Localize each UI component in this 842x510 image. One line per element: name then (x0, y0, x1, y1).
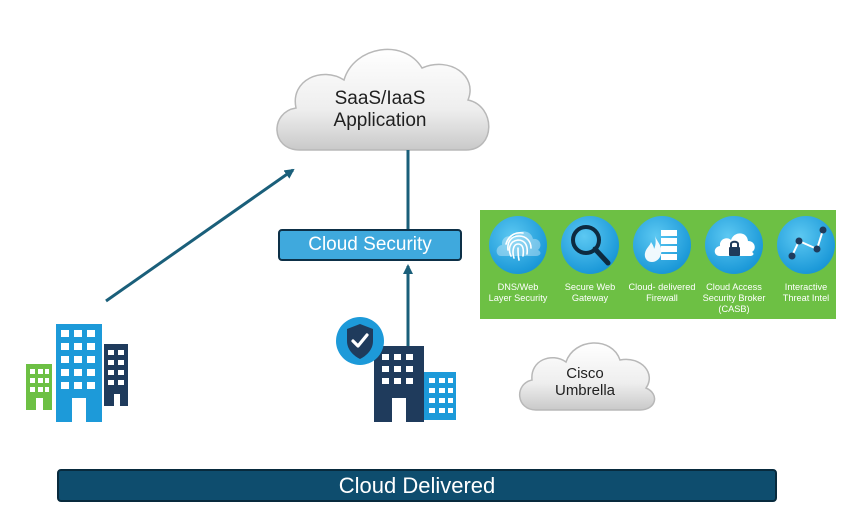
service-threat-intel: Interactive Threat Intel (770, 210, 842, 319)
service-label-line2: Threat Intel (782, 293, 830, 303)
cloud-delivered-bar: Cloud Delivered (57, 469, 777, 502)
fingerprint-icon (489, 216, 547, 274)
service-label-line2: Security Broker (702, 293, 766, 303)
shield-check-icon (336, 317, 384, 365)
service-label-line1: Cloud Access (706, 282, 762, 292)
service-label-line2: Firewall (646, 293, 678, 303)
cloud-security-box: Cloud Security (278, 229, 462, 261)
service-label: Cloud Access Security Broker (CASB) (694, 282, 774, 315)
saas-label-line2: Application (333, 110, 427, 132)
cloud-lock-icon (705, 216, 763, 274)
umbrella-label-line2: Umbrella (554, 381, 615, 399)
service-label-line2: Gateway (571, 293, 609, 303)
saas-application-label: SaaS/IaaS Application (292, 88, 468, 133)
service-label-line2: Layer Security (488, 293, 548, 303)
magnifier-icon (561, 216, 619, 274)
saas-cloud-shape (276, 48, 490, 151)
service-secure-web-gateway: Secure Web Gateway (554, 210, 626, 319)
firewall-icon (633, 216, 691, 274)
secured-office-icon (374, 346, 456, 422)
service-label-line3: (CASB) (718, 304, 750, 314)
arrow-branch-to-saas (105, 168, 295, 303)
service-label: Secure Web Gateway (550, 282, 630, 304)
service-cloud-firewall: Cloud- delivered Firewall (626, 210, 698, 319)
service-label-line1: DNS/Web (497, 282, 539, 292)
service-dns-web-security: DNS/Web Layer Security (482, 210, 554, 319)
service-casb: Cloud Access Security Broker (CASB) (698, 210, 770, 319)
cisco-umbrella-label: Cisco Umbrella (524, 365, 646, 400)
umbrella-cloud-shape (518, 342, 656, 411)
network-graph-icon (777, 216, 835, 274)
umbrella-label-line1: Cisco (566, 365, 604, 382)
service-label-line1: Cloud- delivered (628, 282, 696, 292)
service-label: Interactive Threat Intel (766, 282, 842, 304)
service-label-line1: Interactive (784, 282, 828, 292)
service-label: DNS/Web Layer Security (478, 282, 558, 304)
saas-label-line1: SaaS/IaaS (334, 88, 426, 109)
services-panel: DNS/Web Layer Security Secure Web Gatewa… (480, 210, 836, 319)
service-label-line1: Secure Web (564, 282, 616, 292)
service-label: Cloud- delivered Firewall (622, 282, 702, 304)
branch-buildings-icon (26, 324, 128, 422)
